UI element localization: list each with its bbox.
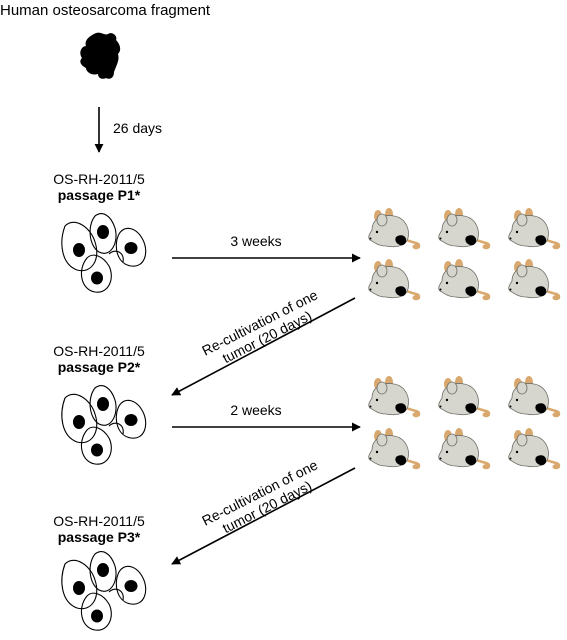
arrow-recultivation-1 <box>171 297 356 396</box>
mouse-icon <box>507 426 561 470</box>
mice-group-1 <box>367 206 561 301</box>
mouse-icon <box>437 257 491 301</box>
mice-group-2 <box>367 374 561 470</box>
mouse-icon <box>437 374 491 418</box>
mouse-icon <box>507 206 561 250</box>
passage-p2-line2: passage P2* <box>58 359 141 375</box>
cell-culture-p2-icon <box>61 385 147 465</box>
transplant-1-duration: 3 weeks <box>230 233 281 249</box>
mouse-icon <box>367 426 421 470</box>
cell-culture-p3-icon <box>61 551 147 631</box>
mouse-icon <box>367 206 421 250</box>
passage-p3-line2: passage P3* <box>58 529 141 545</box>
mouse-icon <box>437 426 491 470</box>
passage-p1-line1: OS-RH-2011/5 <box>53 171 145 187</box>
passage-p3-line1: OS-RH-2011/5 <box>53 513 145 529</box>
transplant-2-duration: 2 weeks <box>230 402 281 418</box>
cell-culture-p1-icon <box>61 213 147 293</box>
mouse-icon <box>367 257 421 301</box>
mouse-icon <box>507 257 561 301</box>
passage-p1-line2: passage P1* <box>58 187 141 203</box>
mouse-icon <box>367 374 421 418</box>
arrow-recultivation-2 <box>171 467 356 565</box>
duration-26-days: 26 days <box>113 120 162 136</box>
mouse-icon <box>437 206 491 250</box>
diagram-title: Human osteosarcoma fragment <box>0 2 211 19</box>
tumor-fragment-icon <box>80 32 121 79</box>
passage-p2-line1: OS-RH-2011/5 <box>53 343 145 359</box>
mouse-icon <box>507 374 561 418</box>
